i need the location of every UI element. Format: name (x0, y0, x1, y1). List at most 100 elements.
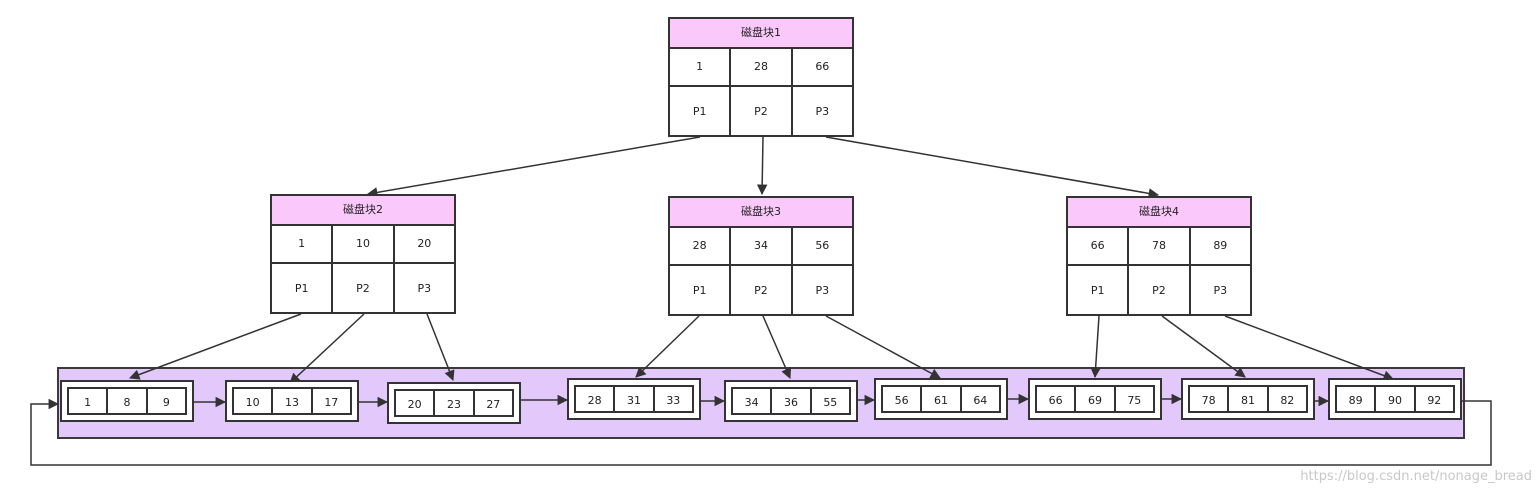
pointer-cell: P1 (1068, 266, 1130, 316)
leaf-key-cell: 69 (1076, 387, 1116, 411)
pointer-cell: P2 (1129, 266, 1191, 316)
key-cell: 28 (731, 49, 793, 85)
key-cell: 78 (1129, 228, 1191, 264)
key-cell: 66 (1068, 228, 1130, 264)
pointer-arrow (762, 315, 792, 379)
leaf-key-cell: 81 (1229, 387, 1269, 411)
leaf-key-cell: 36 (772, 389, 812, 413)
leaf-key-cell: 92 (1427, 394, 1442, 407)
leaf-node: 78 81 82 (1181, 378, 1315, 420)
leaf-keys: 56 61 64 (881, 385, 1001, 413)
pointer-cell: P2 (333, 264, 395, 314)
pointer-cell: P1 (670, 266, 732, 316)
key-cell: 1 (670, 49, 732, 85)
leaf-keys: 78 81 82 (1188, 385, 1308, 413)
leaf-key-cell: 78 (1190, 387, 1230, 411)
node-pointers: P1 P2 P3 (670, 87, 852, 137)
leaf-key-cell: 27 (486, 398, 501, 411)
pointer-arrow (635, 315, 700, 378)
internal-node: 磁盘块3 28 34 56 P1 P2 P3 (668, 196, 854, 316)
leaf-node: 56 61 64 (874, 378, 1008, 420)
leaf-key-cell: 55 (823, 396, 838, 409)
leaf-key-cell: 64 (973, 394, 988, 407)
pointer-cell: P3 (815, 284, 830, 297)
node-keys: 66 78 89 (1068, 228, 1250, 266)
leaf-node: 20 23 27 (387, 382, 521, 424)
leaf-keys: 34 36 55 (731, 387, 851, 415)
pointer-arrow (129, 313, 302, 380)
leaf-key-cell: 13 (273, 389, 313, 413)
leaf-key-cell: 61 (922, 387, 962, 411)
leaf-node: 28 31 33 (567, 378, 701, 420)
leaf-keys: 10 13 17 (232, 387, 352, 415)
internal-node: 磁盘块2 1 10 20 P1 P2 P3 (270, 194, 456, 314)
leaf-node: 10 13 17 (225, 380, 359, 422)
node-keys: 1 28 66 (670, 49, 852, 87)
leaf-key-cell: 17 (324, 396, 339, 409)
leaf-node: 89 90 92 (1328, 378, 1462, 420)
key-cell: 34 (731, 228, 793, 264)
leaf-key-cell: 33 (666, 394, 681, 407)
leaf-key-cell: 8 (108, 389, 148, 413)
leaf-node: 66 69 75 (1028, 378, 1162, 420)
node-keys: 1 10 20 (272, 226, 454, 264)
node-pointers: P1 P2 P3 (670, 266, 852, 316)
pointer-arrow (756, 136, 768, 196)
root-node: 磁盘块1 1 28 66 P1 P2 P3 (668, 17, 854, 137)
leaf-key-cell: 23 (435, 391, 475, 415)
pointer-arrow (1090, 315, 1101, 379)
pointer-cell: P2 (731, 266, 793, 316)
leaf-key-cell: 82 (1280, 394, 1295, 407)
pointer-cell: P3 (417, 282, 432, 295)
node-keys: 28 34 56 (670, 228, 852, 266)
node-title: 磁盘块4 (1068, 198, 1250, 228)
pointer-cell: P3 (815, 105, 830, 118)
node-pointers: P1 P2 P3 (272, 264, 454, 314)
watermark-text: https://blog.csdn.net/nonage_bread (1300, 469, 1532, 484)
node-pointers: P1 P2 P3 (1068, 266, 1250, 316)
internal-node: 磁盘块4 66 78 89 P1 P2 P3 (1066, 196, 1252, 316)
leaf-key-cell: 20 (396, 391, 436, 415)
leaf-wrap-link-arrow (30, 398, 1492, 466)
leaf-node: 1 8 9 (60, 380, 194, 422)
pointer-arrow (825, 315, 941, 379)
leaf-key-cell: 89 (1337, 387, 1377, 411)
pointer-arrow (1224, 315, 1394, 381)
leaf-keys: 66 69 75 (1035, 385, 1155, 413)
key-cell: 56 (815, 239, 830, 252)
key-cell: 10 (333, 226, 395, 262)
pointer-cell: P3 (1213, 284, 1228, 297)
leaf-key-cell: 66 (1037, 387, 1077, 411)
leaf-key-cell: 56 (883, 387, 923, 411)
leaf-keys: 28 31 33 (574, 385, 694, 413)
leaf-key-cell: 31 (615, 387, 655, 411)
key-cell: 1 (272, 226, 334, 262)
leaf-key-cell: 28 (576, 387, 616, 411)
node-title: 磁盘块1 (670, 19, 852, 49)
pointer-cell: P1 (670, 87, 732, 137)
pointer-arrow (1161, 315, 1246, 378)
pointer-arrow (366, 136, 701, 198)
node-title: 磁盘块3 (670, 198, 852, 228)
pointer-arrow (289, 313, 365, 384)
key-cell: 66 (815, 60, 830, 73)
leaf-keys: 89 90 92 (1335, 385, 1455, 413)
leaf-key-cell: 34 (733, 389, 773, 413)
node-title: 磁盘块2 (272, 196, 454, 226)
pointer-arrow (825, 136, 1160, 199)
leaf-key-cell: 90 (1376, 387, 1416, 411)
pointer-cell: P1 (272, 264, 334, 314)
pointer-cell: P2 (731, 87, 793, 137)
leaf-keys: 20 23 27 (394, 389, 514, 417)
leaf-node: 34 36 55 (724, 380, 858, 422)
leaf-keys: 1 8 9 (67, 387, 187, 415)
key-cell: 89 (1213, 239, 1228, 252)
leaf-key-cell: 1 (69, 389, 109, 413)
key-cell: 28 (670, 228, 732, 264)
leaf-key-cell: 10 (234, 389, 274, 413)
pointer-arrow (426, 313, 455, 381)
key-cell: 20 (417, 237, 432, 250)
leaf-key-cell: 75 (1127, 394, 1142, 407)
